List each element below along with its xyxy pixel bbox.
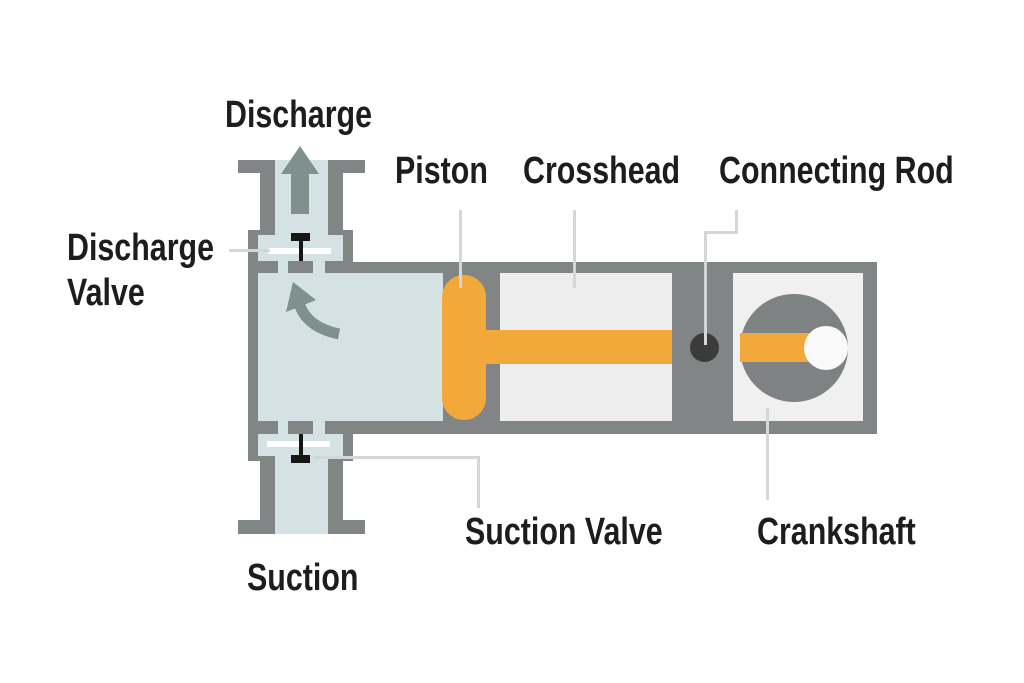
crankshaft-label: Crankshaft xyxy=(757,511,916,553)
discharge-label: Discharge xyxy=(225,94,372,136)
suction-valve-stem xyxy=(299,434,303,456)
discharge-valve-label-line1: Discharge xyxy=(67,227,214,269)
crank-pin xyxy=(804,326,848,370)
discharge-flange-right xyxy=(328,160,365,173)
suction-port-right xyxy=(313,421,325,434)
discharge-pipe-wall-right xyxy=(328,173,343,231)
crosshead-leader xyxy=(573,210,576,288)
discharge-port-right xyxy=(313,261,325,273)
discharge-valve-cap xyxy=(291,233,310,241)
piston xyxy=(442,275,486,420)
discharge-valve-label: Discharge Valve xyxy=(67,226,214,316)
suction-valve-plate xyxy=(267,441,330,447)
suction-valve-label: Suction Valve xyxy=(465,511,663,553)
piston-rod xyxy=(460,330,672,364)
cylinder-head-chamber xyxy=(258,273,443,421)
connecting-rod-leader-h xyxy=(704,231,738,234)
discharge-valve-stem xyxy=(299,239,303,261)
suction-label: Suction xyxy=(247,557,359,599)
piston-label: Piston xyxy=(395,150,488,192)
discharge-port-left xyxy=(278,261,288,273)
connecting-rod-leader-v1 xyxy=(735,210,738,234)
suction-pipe-bore xyxy=(275,456,328,534)
suction-flange-left xyxy=(238,520,275,534)
discharge-pipe-wall-left xyxy=(260,173,275,231)
discharge-flange-left xyxy=(238,160,275,173)
discharge-pipe-bore xyxy=(275,160,328,235)
suction-valve-leader-h xyxy=(313,456,480,459)
discharge-valve-label-line2: Valve xyxy=(67,271,145,314)
piston-leader xyxy=(459,210,462,288)
suction-valve-cap xyxy=(291,455,310,463)
crosshead-label: Crosshead xyxy=(523,150,681,192)
suction-valve-leader-v xyxy=(477,456,480,508)
discharge-valve-leader xyxy=(229,249,270,252)
connecting-rod-label: Connecting Rod xyxy=(719,150,954,192)
suction-pipe-wall-right xyxy=(328,461,343,521)
suction-port-left xyxy=(278,421,288,434)
suction-pipe-wall-left xyxy=(260,461,275,521)
crankshaft-leader xyxy=(766,408,769,500)
connecting-rod-leader-v2 xyxy=(704,231,707,345)
suction-flange-right xyxy=(328,520,365,534)
